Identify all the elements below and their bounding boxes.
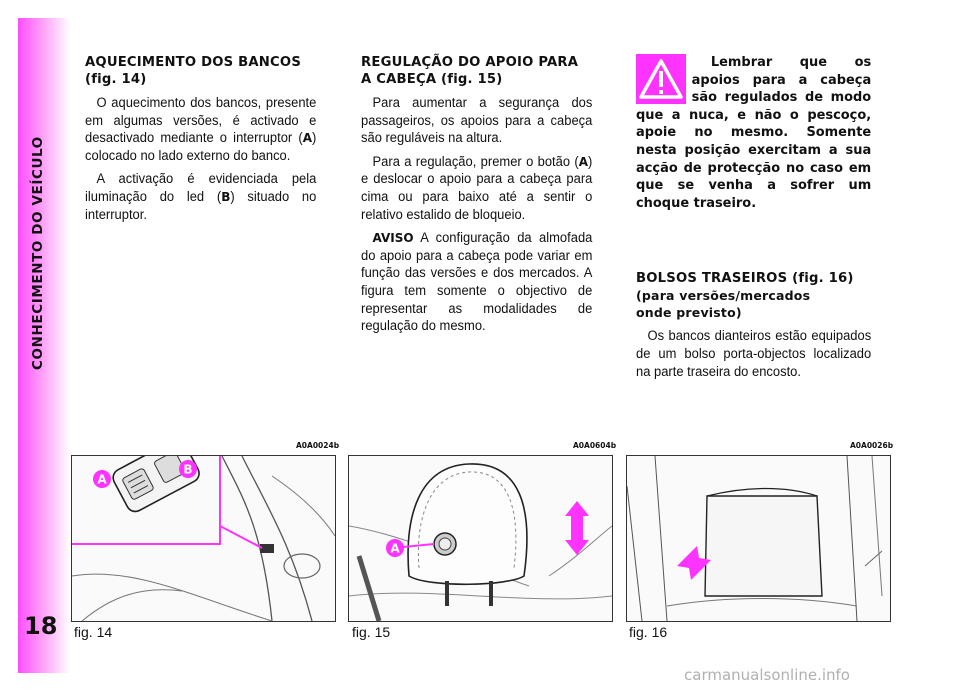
figure-code: A0A0604b [573, 441, 617, 450]
warning-label: AVISO [372, 230, 414, 246]
up-down-arrow-icon [565, 501, 589, 555]
page-number: 18 [24, 612, 58, 640]
heading-rear-pockets: BOLSOS TRASEIROS (fig. 16) (para versões… [636, 271, 854, 321]
column-seat-heating: AQUECIMENTO DOS BANCOS (fig. 14) O aquec… [85, 54, 326, 229]
callout-b: B [183, 463, 192, 477]
figure-15: A [348, 455, 613, 622]
heading-seat-heating: AQUECIMENTO DOS BANCOS (fig. 14) [85, 55, 302, 87]
paragraph: Os bancos dianteiros estão equipados de … [636, 328, 872, 379]
figure-code: A0A0026b [850, 441, 894, 450]
paragraph: A activação é evidenciada pela iluminaçã… [85, 171, 317, 222]
section-title: CONHECIMENTO DO VEÍCULO [30, 136, 46, 370]
seat-heating-illustration: A B [72, 456, 335, 621]
column-headrest: REGULAÇÃO DO APOIO PARA A CABEÇA (fig. 1… [361, 54, 602, 341]
warning-icon [636, 54, 686, 104]
heading-headrest: REGULAÇÃO DO APOIO PARA A CABEÇA (fig. 1… [361, 55, 579, 87]
figure-16 [626, 455, 891, 622]
figure-14: A B [71, 455, 336, 622]
figure-label: fig. 14 [74, 624, 113, 640]
headrest-illustration: A [349, 463, 612, 621]
callout-a: A [97, 473, 107, 487]
paragraph: O aquecimento dos bancos, presente em al… [85, 95, 317, 163]
section-tab [18, 18, 70, 673]
watermark: carmanualsonline.info [684, 666, 850, 684]
column-warning-pockets: Lembrar que os apoios para a cabeça são … [636, 54, 881, 386]
paragraph: Para a regulação, premer o botão (A) e d… [361, 153, 593, 222]
figure-label: fig. 15 [352, 624, 391, 640]
warning-text: Lembrar que os apoios para a cabeça são … [636, 54, 872, 211]
figure-code: A0A0024b [296, 441, 340, 450]
rear-pocket-illustration [627, 456, 883, 621]
paragraph: AVISO A configuração da almofada do apoi… [361, 230, 593, 334]
paragraph: Para aumentar a segurança dos passageiro… [361, 95, 593, 146]
pocket-arrow-icon [677, 546, 711, 580]
callout-a: A [390, 542, 400, 556]
figure-label: fig. 16 [629, 624, 668, 640]
warning-block: Lembrar que os apoios para a cabeça são … [636, 54, 881, 212]
